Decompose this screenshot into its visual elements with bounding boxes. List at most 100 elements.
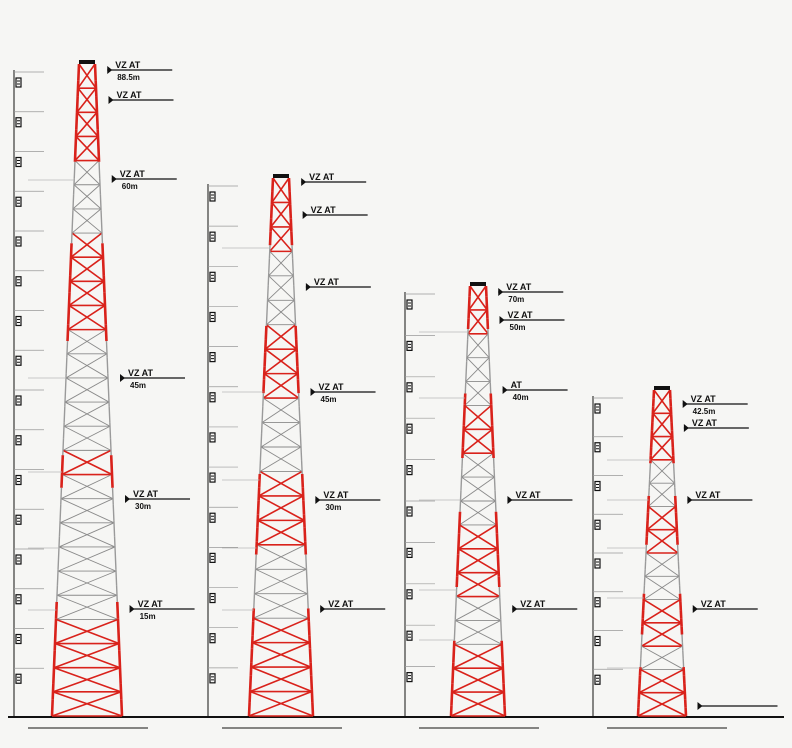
tower-leg-left [54, 651, 55, 667]
tower-leg-left [262, 420, 263, 433]
tower-leg-left [254, 582, 255, 595]
tower-leg-left [57, 586, 58, 602]
tower-leg-right [289, 178, 290, 191]
tower-leg-left [266, 313, 267, 326]
annotation-height: 30m [135, 502, 151, 511]
tower-leg-left [59, 537, 60, 553]
tower-leg-left [263, 380, 264, 393]
annotation-height: 30m [325, 503, 341, 512]
annotation-label: VZ AT [692, 418, 717, 428]
tower-leg-left [257, 514, 258, 527]
tower-leg-right [97, 113, 98, 129]
tower-leg-right [308, 595, 309, 608]
tower-leg-left [55, 635, 56, 651]
tower-leg-left [264, 366, 265, 379]
tower-leg-left [55, 618, 56, 634]
tower-leg-right [104, 292, 105, 308]
tower-leg-right [304, 514, 305, 527]
annotation-label: VZ AT [506, 282, 531, 292]
tower-leg-right [98, 129, 99, 145]
tower-leg-left [66, 374, 67, 390]
tower-leg-right [299, 393, 300, 406]
tower-leg-right [293, 259, 294, 272]
tower-leg-left [251, 649, 252, 662]
annotation-label: VZ AT [309, 172, 334, 182]
annotation-label: VZ AT [323, 490, 348, 500]
tower-leg-left [258, 501, 259, 514]
tower-leg-left [252, 635, 253, 648]
tower-leg-right [112, 472, 113, 488]
tower-leg-left [265, 339, 266, 352]
annotation-label: VZ AT [116, 90, 141, 100]
tower-leg-left [256, 555, 257, 568]
annotation-height: 45m [130, 381, 146, 390]
tower-leg-right [301, 447, 302, 460]
tower-leg-right [303, 487, 304, 500]
tower-leg-right [106, 325, 107, 341]
annotation-label: VZ AT [515, 490, 540, 500]
annotation-label: VZ AT [133, 489, 158, 499]
annotation-label: VZ AT [508, 310, 533, 320]
tower-leg-left [67, 341, 68, 357]
tower-leg-left [263, 393, 264, 406]
tower-leg-left [71, 243, 72, 259]
annotation-height: 50m [510, 323, 526, 332]
tower-leg-left [78, 80, 79, 96]
tower-leg-right [294, 299, 295, 312]
tower-leg-left [259, 487, 260, 500]
annotation-label: VZ AT [319, 382, 344, 392]
tower-leg-left [77, 97, 78, 113]
tower-leg-left [271, 205, 272, 218]
tower-leg-left [269, 245, 270, 258]
annotation-label: VZ AT [311, 205, 336, 215]
tower-leg-left [254, 595, 255, 608]
annotation-label: VZ AT [520, 599, 545, 609]
annotation-height: 60m [122, 182, 138, 191]
tower-leg-right [303, 501, 304, 514]
tower-leg-right [121, 683, 122, 699]
annotation-height: 40m [513, 393, 529, 402]
tower-leg-left [271, 218, 272, 231]
tower-leg-right [105, 309, 106, 325]
tower-leg-right [104, 276, 105, 292]
tower-leg-left [253, 622, 254, 635]
tower-leg-right [107, 357, 108, 373]
tower-leg-right [300, 420, 301, 433]
tower-leg-right [292, 245, 293, 258]
tower-leg-left [250, 689, 251, 702]
tower-leg-left [73, 194, 74, 210]
tower-leg-left [75, 146, 76, 162]
tower-top-cap [273, 174, 289, 178]
annotation-label: VZ AT [120, 169, 145, 179]
tower-leg-right [100, 178, 101, 194]
annotation-height: 15m [140, 612, 156, 621]
tower-leg-left [268, 272, 269, 285]
tower-leg-right [297, 353, 298, 366]
tower-leg-left [255, 568, 256, 581]
tower-leg-left [253, 608, 254, 621]
tower-leg-left [269, 259, 270, 272]
tower-leg-left [65, 390, 66, 406]
tower-leg-left [272, 191, 273, 204]
tower-leg-left [68, 325, 69, 341]
tower-leg-left [259, 474, 260, 487]
tower-leg-right [119, 651, 120, 667]
tower-leg-right [307, 582, 308, 595]
tower-leg-right [113, 488, 114, 504]
tower-leg-right [302, 460, 303, 473]
tower-leg-left [72, 211, 73, 227]
tower-leg-left [57, 569, 58, 585]
tower-leg-left [76, 129, 77, 145]
tower-leg-right [119, 635, 120, 651]
tower-leg-right [113, 504, 114, 520]
tower-leg-left [270, 232, 271, 245]
tower-leg-left [68, 309, 69, 325]
tower-leg-left [249, 703, 250, 716]
tower-leg-left [251, 662, 252, 675]
tower-leg-right [115, 537, 116, 553]
tower-leg-left [266, 326, 267, 339]
annotation-label: VZ AT [138, 599, 163, 609]
tower-leg-left [260, 447, 261, 460]
tower-leg-right [110, 423, 111, 439]
